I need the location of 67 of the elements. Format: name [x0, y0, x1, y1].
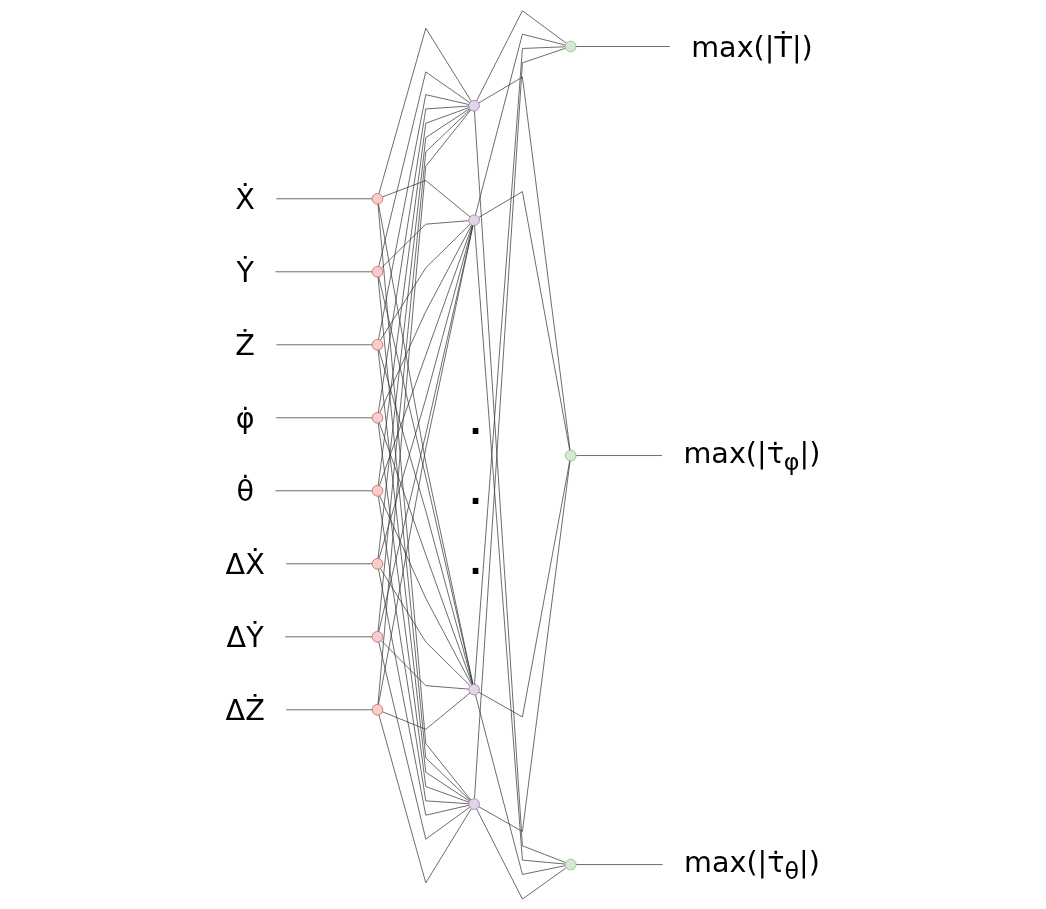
connector [378, 224, 473, 486]
node-text: Ż [235, 327, 255, 361]
connector [475, 33, 566, 215]
connector [474, 47, 566, 799]
connector [379, 494, 472, 685]
connector [379, 567, 471, 686]
connector [478, 76, 571, 451]
connector [382, 179, 471, 217]
node-text: φ̇ [235, 400, 255, 434]
node-circle [468, 214, 480, 226]
node-circle [371, 265, 384, 277]
node-circle [371, 338, 384, 350]
connector [380, 219, 470, 268]
node-text: ΔŻ [225, 692, 265, 726]
connector [382, 692, 471, 730]
node-text: Ẏ [236, 254, 254, 288]
connector [379, 223, 471, 341]
connector [378, 71, 471, 267]
ellipsis-dot: . [470, 470, 482, 510]
node-text: max(|τ̇$_{φ}$|) [683, 436, 821, 475]
node-text: θ̇ [236, 473, 254, 507]
node-circle [468, 797, 480, 810]
node-circle [468, 99, 480, 111]
connector [378, 349, 474, 685]
connector [377, 495, 470, 804]
connector [476, 808, 567, 899]
node-circle [565, 858, 577, 870]
connector [378, 714, 472, 883]
connector [475, 693, 566, 875]
node-circle [371, 557, 384, 569]
node-text: ΔẊ [225, 546, 265, 580]
connector [378, 422, 473, 685]
connector [478, 190, 571, 451]
connector [378, 224, 474, 632]
ellipsis-dot: . [470, 540, 482, 580]
connector [378, 93, 470, 340]
node-text: max(|Ṫ|) [691, 29, 813, 63]
node-circle [371, 630, 384, 643]
connector [575, 863, 663, 865]
connector [377, 107, 470, 559]
node-text: Ẋ [235, 181, 255, 215]
connector [474, 110, 567, 863]
node-circle [371, 192, 384, 204]
node-circle [371, 411, 384, 424]
connector [378, 224, 474, 559]
node-circle [371, 703, 384, 716]
node-circle [565, 40, 577, 52]
connector [478, 460, 571, 832]
node-circle [565, 449, 577, 461]
connector [474, 224, 566, 864]
connector [378, 641, 471, 839]
node-text: ΔẎ [226, 619, 264, 653]
node-text: max(|τ̇$_{θ}$|) [684, 845, 820, 884]
connector [575, 454, 663, 456]
connector [476, 9, 567, 101]
connector [379, 224, 472, 413]
connector [377, 105, 470, 413]
connector [575, 45, 671, 47]
connector [378, 568, 470, 816]
connector [377, 422, 470, 803]
connector [474, 45, 566, 685]
connector [378, 27, 472, 194]
connector [380, 639, 470, 689]
connector [377, 106, 470, 486]
node-circle [371, 484, 384, 497]
node-circle [468, 683, 480, 695]
ellipsis-dot: . [470, 400, 482, 440]
